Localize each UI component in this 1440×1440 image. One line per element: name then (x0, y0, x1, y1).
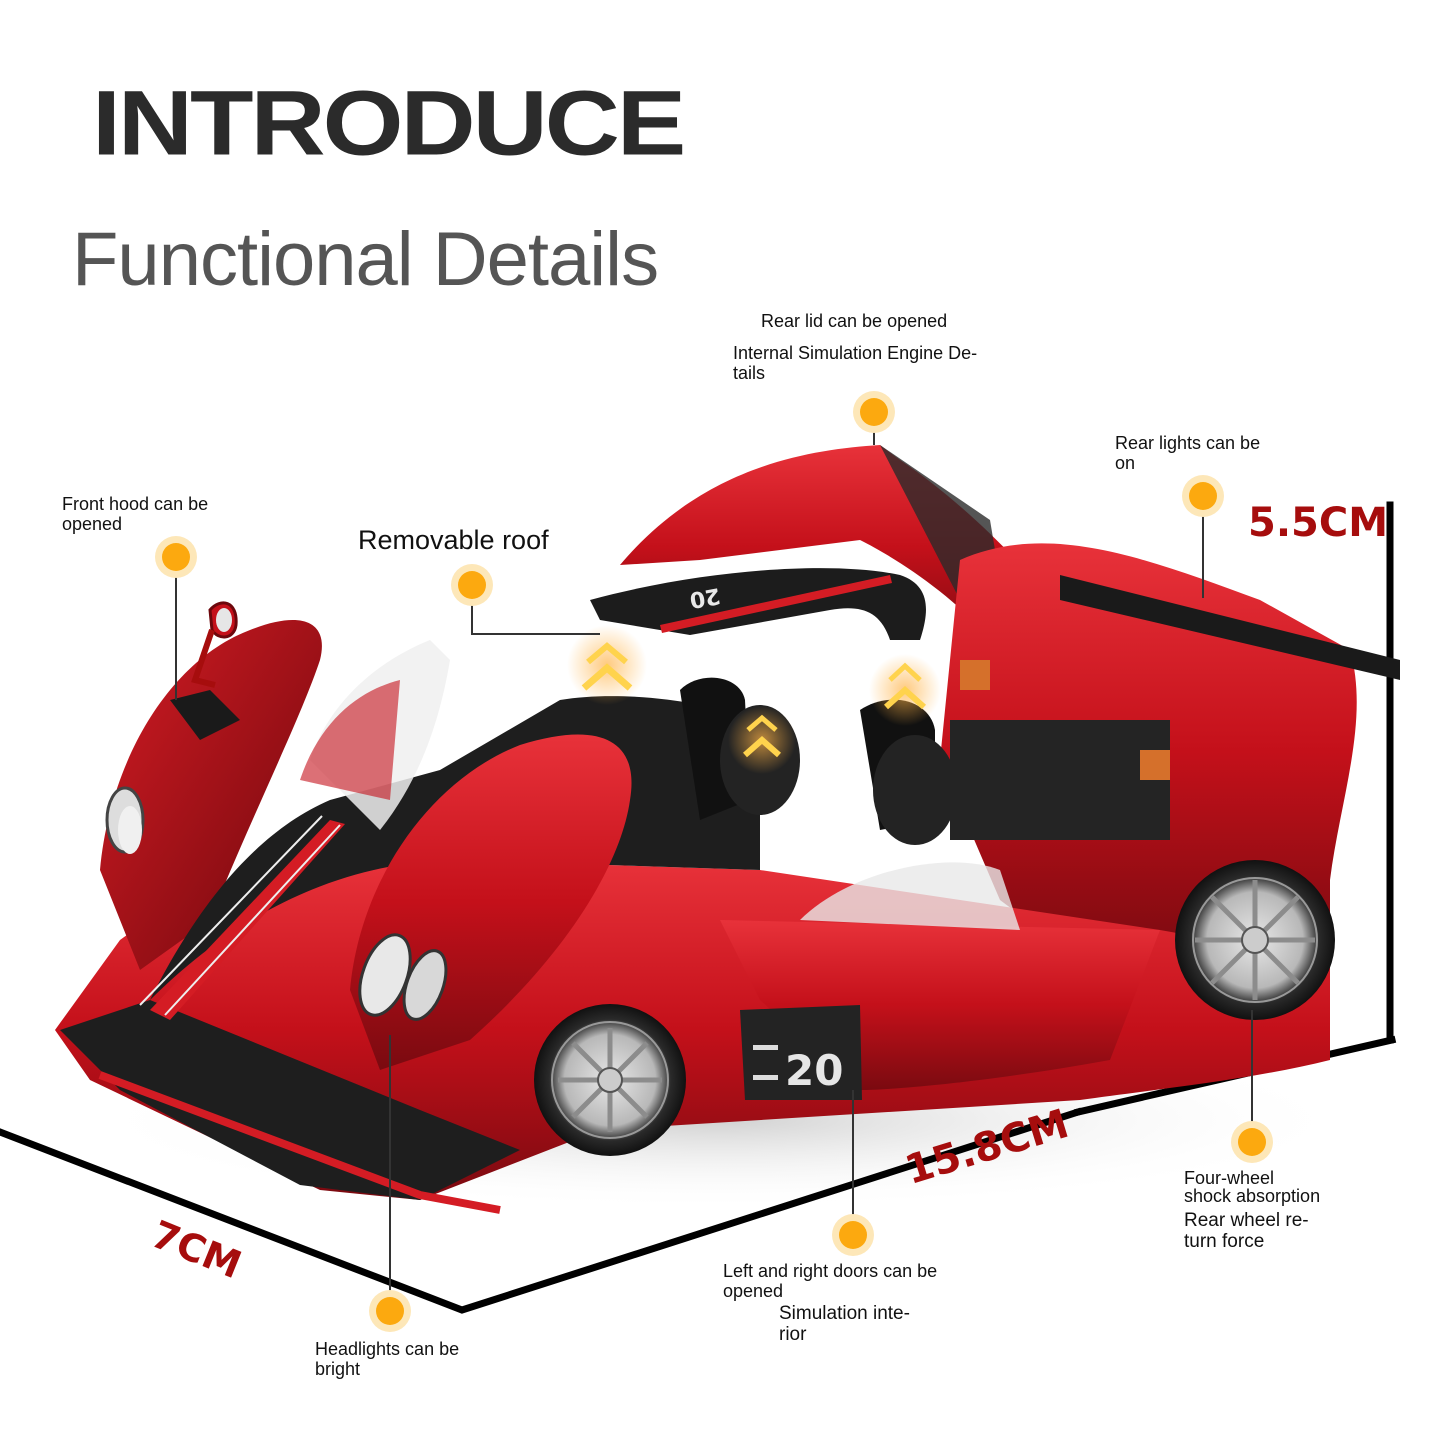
dimension-height: 5.5CM (1248, 500, 1389, 546)
page-title: INTRODUCE (92, 72, 686, 175)
callout-marker-roof[interactable] (451, 564, 493, 606)
callout-text: bright (315, 1359, 361, 1379)
callout-shock: Four-wheel shock absorption (1184, 1169, 1320, 1205)
callout-marker-front-hood[interactable] (155, 536, 197, 578)
race-number: 20 (785, 1046, 843, 1095)
callout-leaders (175, 430, 1253, 1295)
callout-text: on (1115, 453, 1136, 473)
callout-text: shock absorption (1184, 1186, 1321, 1206)
callout-text: Headlights can be (315, 1339, 460, 1359)
callout-marker-rear-lights[interactable] (1182, 475, 1224, 517)
callout-marker-shock[interactable] (1231, 1121, 1273, 1163)
callout-rear-lid: Rear lid can be opened (761, 311, 947, 331)
callout-headlights: Headlights can be bright (315, 1339, 459, 1379)
callout-text: opened (62, 514, 123, 534)
callout-text: Four-wheel (1184, 1168, 1275, 1188)
callout-text: turn force (1184, 1231, 1265, 1252)
callout-text: Rear wheel re- (1184, 1210, 1309, 1231)
callout-roof: Removable roof (358, 525, 549, 555)
callout-interior: Simulation inte- rior (779, 1303, 910, 1345)
callout-text: opened (723, 1281, 784, 1301)
callout-text: Rear lights can be (1115, 433, 1261, 453)
callout-front-hood: Front hood can be opened (62, 494, 208, 534)
roof-number: 20 (688, 582, 723, 612)
callout-text: tails (733, 363, 766, 383)
callout-text: Simulation inte- (779, 1303, 910, 1324)
callout-text: Removable roof (358, 525, 549, 555)
callout-marker-rear-lid[interactable] (853, 391, 895, 433)
callout-doors: Left and right doors can be opened (723, 1261, 937, 1301)
callout-return-force: Rear wheel re- turn force (1184, 1210, 1309, 1252)
callout-text: Rear lid can be opened (761, 311, 948, 331)
callout-text: Left and right doors can be (723, 1261, 938, 1281)
callout-text: rior (779, 1324, 807, 1345)
callout-marker-headlights[interactable] (369, 1290, 411, 1332)
callout-text: Internal Simulation Engine De- (733, 343, 978, 363)
callout-rear-lights: Rear lights can be on (1115, 433, 1260, 473)
roof-lift-arrows (567, 625, 941, 774)
callout-text: Front hood can be (62, 494, 209, 514)
callout-marker-doors[interactable] (832, 1214, 874, 1256)
callout-engine: Internal Simulation Engine De- tails (733, 343, 977, 383)
page-subtitle: Functional Details (72, 217, 659, 302)
